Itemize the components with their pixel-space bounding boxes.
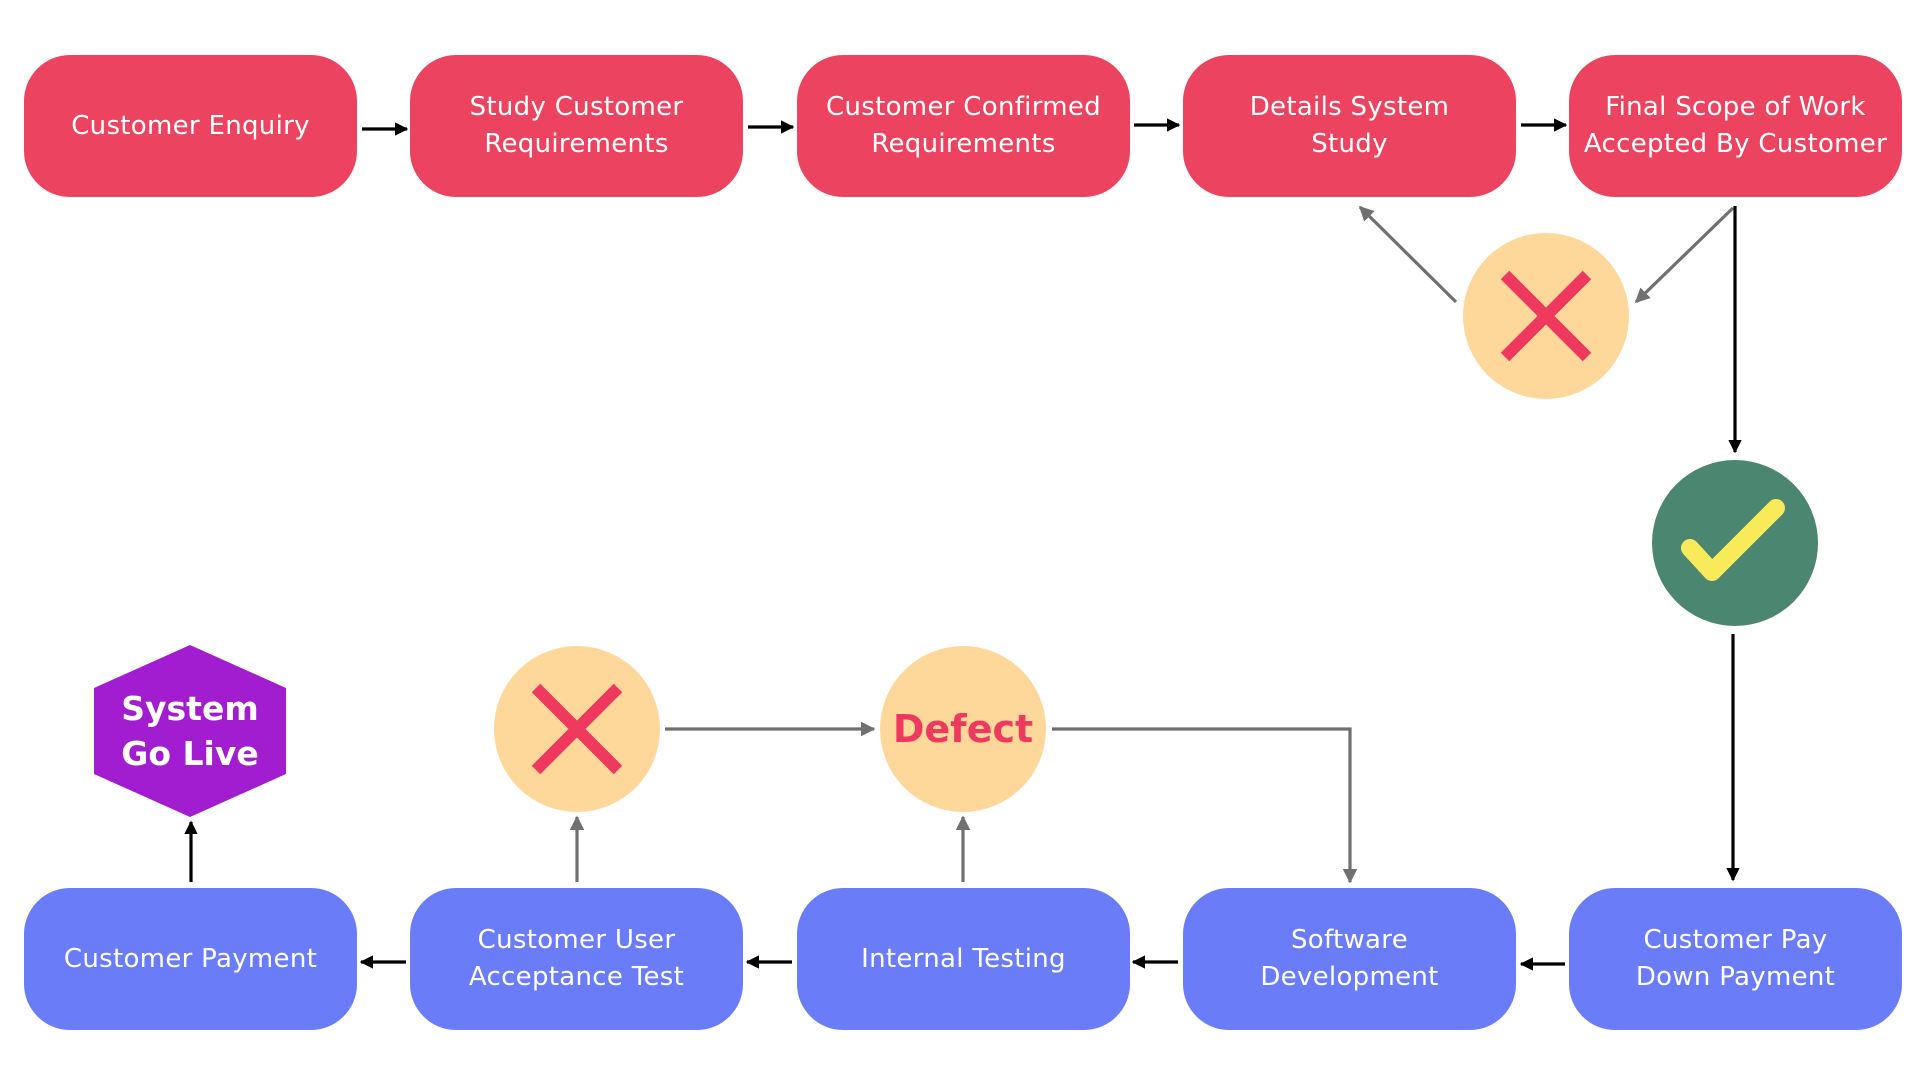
stage-label: Details System Study: [1249, 92, 1450, 159]
stage-label: Customer Enquiry: [71, 110, 310, 141]
arrow-defect-to-development: [1052, 727, 1358, 884]
go-live-label: System Go Live: [121, 689, 259, 773]
reject-decision-top: [1463, 233, 1629, 399]
hexagon-shape: [94, 645, 286, 817]
stage-label: Internal Testing: [861, 943, 1066, 974]
stage-label: Customer User Acceptance Test: [468, 925, 685, 992]
cross-icon: [1500, 270, 1592, 362]
stage-customer-pay-down-payment: Customer Pay Down Payment: [1569, 888, 1902, 1030]
defect-marker: Defect: [880, 646, 1046, 812]
stage-customer-payment: Customer Payment: [24, 888, 357, 1030]
stage-study-customer-requirements: Study Customer Requirements: [410, 55, 743, 197]
stage-label: Software Development: [1260, 925, 1439, 992]
stage-customer-confirmed-requirements: Customer Confirmed Requirements: [797, 55, 1130, 197]
stage-label: Customer Confirmed Requirements: [826, 92, 1101, 159]
stage-customer-enquiry: Customer Enquiry: [24, 55, 357, 197]
approve-decision: [1652, 460, 1818, 626]
stage-final-scope-of-work: Final Scope of Work Accepted By Customer: [1569, 55, 1902, 197]
system-go-live: System Go Live: [94, 645, 286, 817]
cross-icon: [531, 683, 623, 775]
reject-decision-bottom: [494, 646, 660, 812]
stage-details-system-study: Details System Study: [1183, 55, 1516, 197]
defect-label: Defect: [892, 707, 1034, 751]
stage-label: Final Scope of Work Accepted By Customer: [1583, 92, 1888, 159]
stage-customer-user-acceptance-test: Customer User Acceptance Test: [410, 888, 743, 1030]
stage-software-development: Software Development: [1183, 888, 1516, 1030]
stage-label: Customer Payment: [63, 943, 318, 974]
arrow-reject-to-details: [1358, 205, 1458, 304]
stage-label: Customer Pay Down Payment: [1635, 925, 1836, 992]
stage-internal-testing: Internal Testing: [797, 888, 1130, 1030]
arrow-final-to-reject: [1634, 206, 1735, 304]
check-icon: [1681, 499, 1785, 581]
stage-label: Study Customer Requirements: [469, 92, 684, 159]
